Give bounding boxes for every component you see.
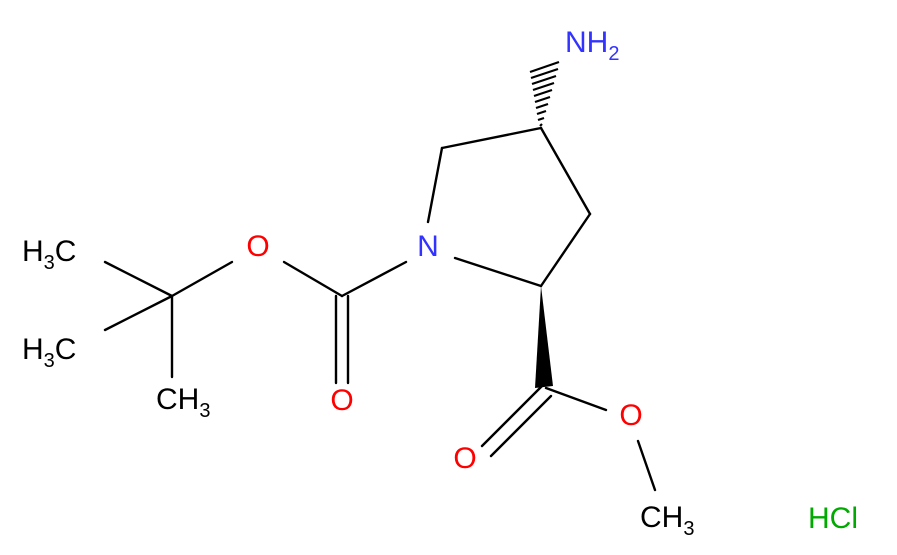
bond-ester-c-o-double-b — [489, 394, 553, 458]
bond-ester-c-o-single — [544, 386, 608, 412]
bond-ring-n-c2 — [453, 256, 543, 288]
tert-butyl-methyl-middle-label: H3C — [22, 333, 76, 372]
hydrochloride-label: HCl — [808, 502, 858, 535]
bond-ring-c5-n — [426, 146, 444, 224]
bond-carbonyl-o-ester — [282, 260, 344, 298]
boc-ester-oxygen-label: O — [246, 230, 269, 263]
bond-ester-o-ch3 — [636, 439, 657, 492]
ester-methyl-label: CH3 — [640, 501, 694, 540]
ester-carbonyl-oxygen-label: O — [453, 442, 476, 475]
bond-o-quaternary-c — [170, 260, 234, 298]
bond-ring-c4-c5 — [440, 126, 543, 150]
tert-butyl-methyl-bottom-label: CH3 — [156, 383, 210, 422]
tert-butyl-methyl-top-label: H3C — [22, 235, 76, 274]
bond-ring-c3-c4 — [539, 126, 592, 216]
solid-wedge-bond-ester — [535, 286, 553, 388]
boc-carbonyl-oxygen-label: O — [330, 384, 353, 417]
bond-ester-c-o-double-a — [480, 384, 544, 448]
ring-nitrogen-label: N — [417, 230, 439, 263]
bond-c-methyl-left — [103, 294, 174, 332]
ester-oxygen-label: O — [619, 399, 642, 432]
bond-n-carbonyl — [340, 260, 408, 298]
bond-c-methyl-top — [103, 260, 174, 298]
hashed-wedge-bond-amino — [529, 60, 560, 127]
amino-group-label: NH2 — [565, 26, 619, 65]
bond-ring-c2-c3 — [539, 212, 592, 288]
